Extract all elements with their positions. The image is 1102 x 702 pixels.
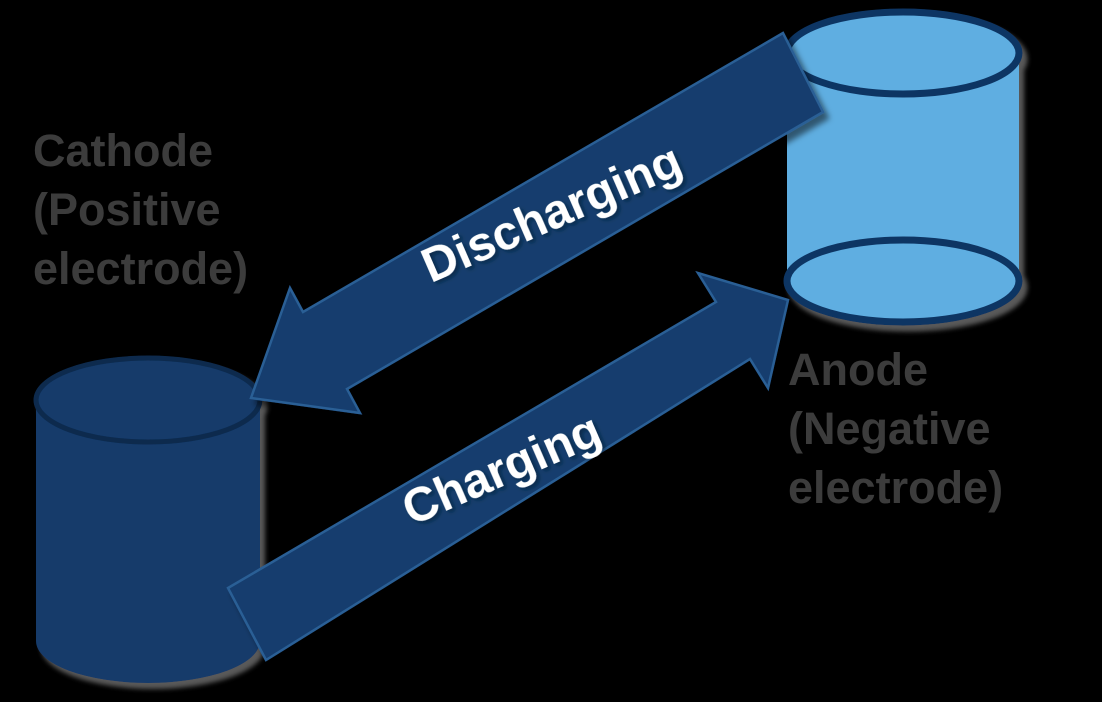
anode-cylinder-top (783, 8, 1023, 98)
anode-label-line2: (Negative (788, 403, 991, 454)
anode-cylinder-bottom (783, 236, 1023, 326)
anode-label: Anode (Negative electrode) (788, 340, 1003, 517)
cathode-cylinder-top (33, 355, 263, 445)
discharging-arrow-shape (249, 31, 825, 415)
cathode-label-line3: electrode) (33, 243, 249, 294)
charging-arrow-shape (226, 270, 790, 662)
anode-cylinder (783, 8, 1023, 326)
cathode-label-line2: (Positive (33, 184, 221, 235)
anode-label-line1: Anode (788, 344, 928, 395)
cathode-cylinder-body (36, 400, 260, 683)
cathode-label-line1: Cathode (33, 125, 213, 176)
anode-label-line3: electrode) (788, 462, 1004, 513)
cathode-label: Cathode (Positive electrode) (33, 121, 248, 298)
cathode-cylinder (33, 355, 263, 683)
charging-arrow-label: Charging (395, 403, 609, 536)
